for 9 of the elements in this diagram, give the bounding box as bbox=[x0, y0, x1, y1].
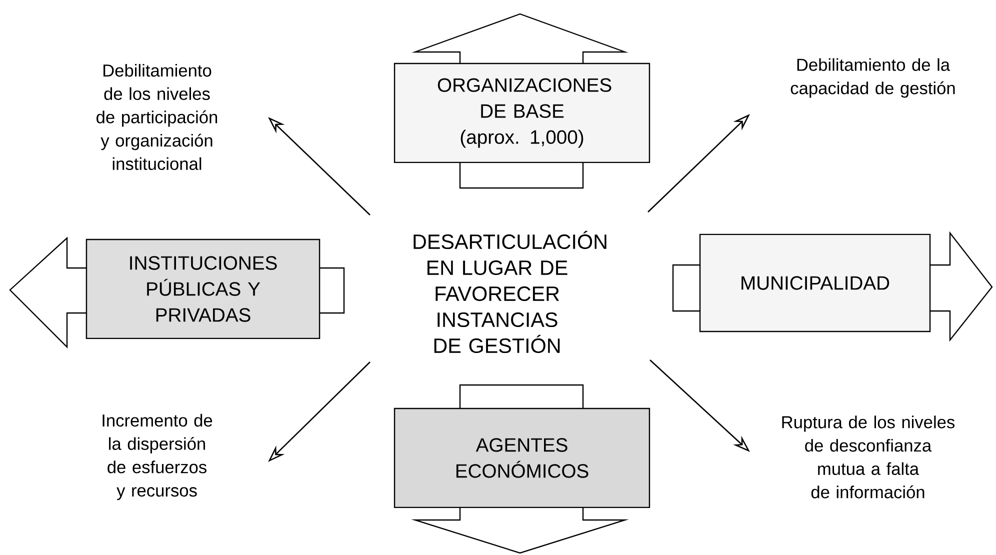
effect-text: Debilitamiento de la capacidad de gestión bbox=[790, 58, 955, 98]
label-box: AGENTES ECONÓMICOS bbox=[394, 408, 650, 508]
label-box: MUNICIPALIDAD bbox=[699, 234, 931, 332]
effect-text: Ruptura de los niveles de desconfianza mutua a falta de información bbox=[782, 416, 955, 498]
label-box: ORGANIZACIONES DE BASE (aprox. 1,000) bbox=[394, 62, 650, 164]
label-box: INSTITUCIONES PÚBLICAS Y PRIVADAS bbox=[86, 238, 320, 340]
center-text: DESARTICULACIÓN EN LUGAR DE FAVORECER INSTANCIAS DE GESTIÓN bbox=[414, 230, 606, 354]
effect-text: Debilitamiento de los niveles de participación y organización institucional bbox=[96, 64, 218, 170]
effect-text: Incremento de la dispersión de esfuerzos y recursos bbox=[102, 414, 212, 500]
